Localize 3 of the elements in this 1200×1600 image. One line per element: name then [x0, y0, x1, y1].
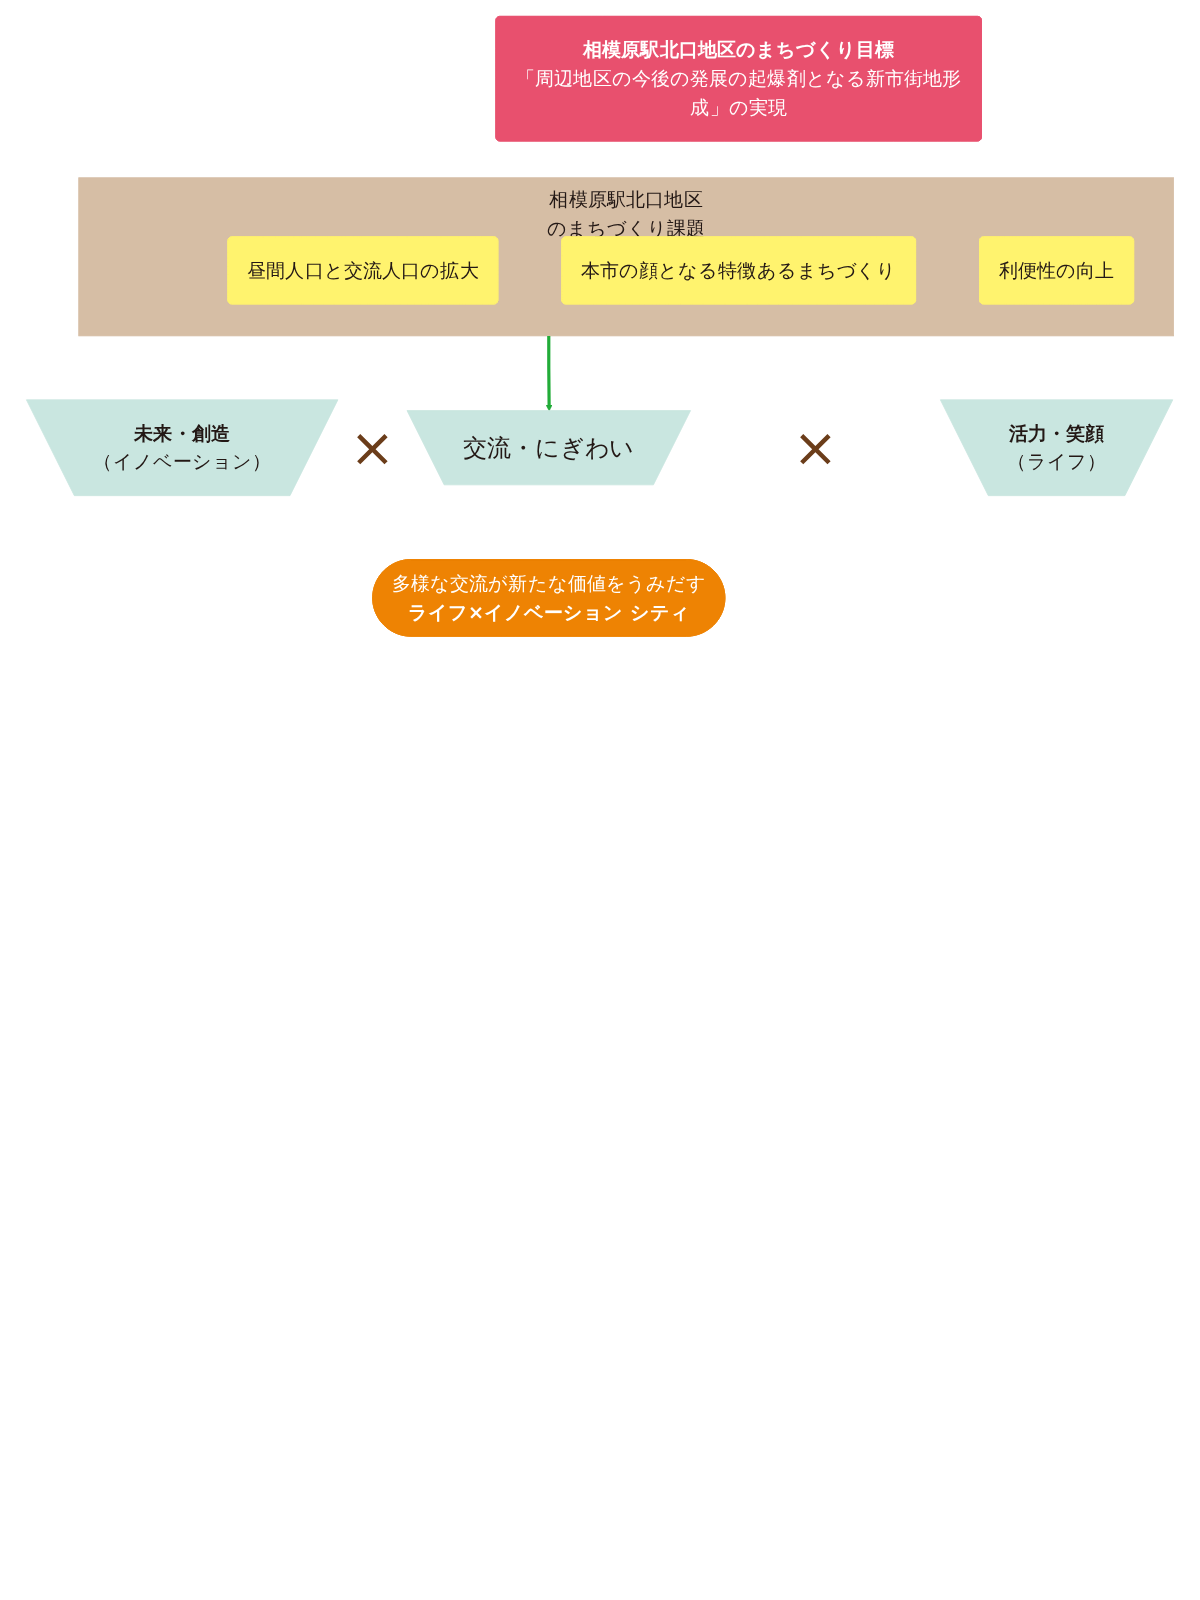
multiplication-sign: ×	[792, 420, 839, 475]
multiplication-sign: ×	[349, 420, 396, 475]
arrow	[545, 335, 553, 412]
